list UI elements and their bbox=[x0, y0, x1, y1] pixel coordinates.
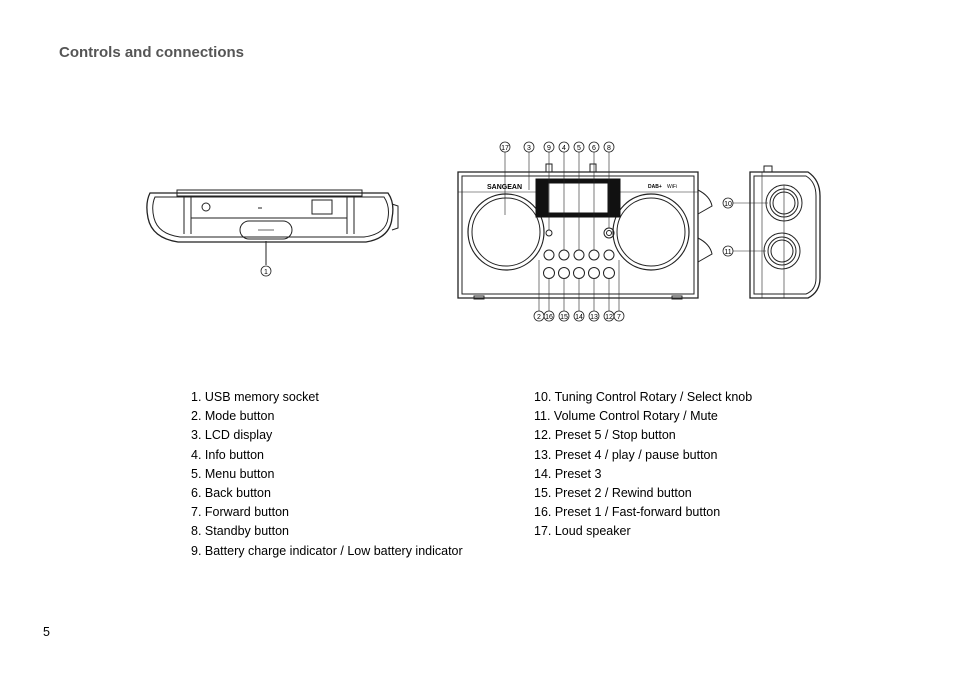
legend-item: 5. Menu button bbox=[191, 466, 275, 481]
callout-6: 6 bbox=[592, 145, 596, 152]
page-number: 5 bbox=[43, 625, 50, 639]
callout-17: 17 bbox=[501, 145, 509, 152]
callout-12: 12 bbox=[605, 314, 613, 321]
callout-16: 16 bbox=[545, 314, 553, 321]
wifi-logo: WiFi bbox=[667, 184, 677, 190]
radio-front-view bbox=[457, 163, 713, 300]
legend-item: 10. Tuning Control Rotary / Select knob bbox=[534, 390, 753, 404]
callout-10: 10 bbox=[724, 201, 732, 208]
legend-item: 13. Preset 4 / play / pause button bbox=[534, 447, 718, 462]
page-title: Controls and connections bbox=[59, 44, 245, 61]
brand-logo: SANGEAN bbox=[487, 184, 522, 191]
legend-item: 17. Loud speaker bbox=[534, 524, 631, 539]
bottom-callouts bbox=[533, 310, 625, 322]
callout-14: 14 bbox=[575, 314, 583, 321]
callout-7: 7 bbox=[617, 314, 621, 321]
legend-item: 4. Info button bbox=[191, 447, 264, 462]
legend-item: 15. Preset 2 / Rewind button bbox=[534, 486, 692, 501]
legend-item: 16. Preset 1 / Fast-forward button bbox=[534, 505, 721, 520]
callout-5: 5 bbox=[577, 145, 581, 152]
legend-item: 2. Mode button bbox=[191, 409, 275, 424]
callout-13: 13 bbox=[590, 314, 598, 321]
top-leader-lines bbox=[504, 152, 610, 250]
top-callouts bbox=[499, 141, 615, 153]
bottom-leader-lines bbox=[538, 260, 620, 311]
usb-callout: 1 bbox=[260, 265, 272, 277]
dab-logo: DAB+ bbox=[648, 184, 662, 190]
legend-item: 1. USB memory socket bbox=[191, 390, 319, 404]
callout-2: 2 bbox=[537, 314, 541, 321]
side-leader-lines bbox=[733, 202, 768, 252]
callout-15: 15 bbox=[560, 314, 568, 321]
legend-item: 9. Battery charge indicator / Low batter… bbox=[191, 543, 463, 558]
callout-9: 9 bbox=[547, 145, 551, 152]
legend-item: 8. Standby button bbox=[191, 524, 289, 539]
side-callouts bbox=[722, 197, 734, 257]
legend-item: 12. Preset 5 / Stop button bbox=[534, 428, 676, 443]
legend-item: 14. Preset 3 bbox=[534, 466, 602, 481]
legend-item: 7. Forward button bbox=[191, 505, 289, 520]
callout-11: 11 bbox=[724, 249, 731, 256]
callout-4: 4 bbox=[562, 145, 566, 152]
callout-8: 8 bbox=[607, 145, 611, 152]
legend-item: 3. LCD display bbox=[191, 428, 273, 443]
svg-text:1: 1 bbox=[264, 269, 268, 276]
callout-3: 3 bbox=[527, 145, 531, 152]
radio-side-view bbox=[749, 165, 821, 299]
legend-right: 10. Tuning Control Rotary / Select knob … bbox=[534, 388, 752, 542]
legend-item: 11. Volume Control Rotary / Mute bbox=[534, 409, 718, 424]
legend-item: 6. Back button bbox=[191, 486, 271, 501]
radio-top-view bbox=[146, 189, 399, 265]
legend-left: 1. USB memory socket 2. Mode button 3. L… bbox=[191, 388, 463, 561]
